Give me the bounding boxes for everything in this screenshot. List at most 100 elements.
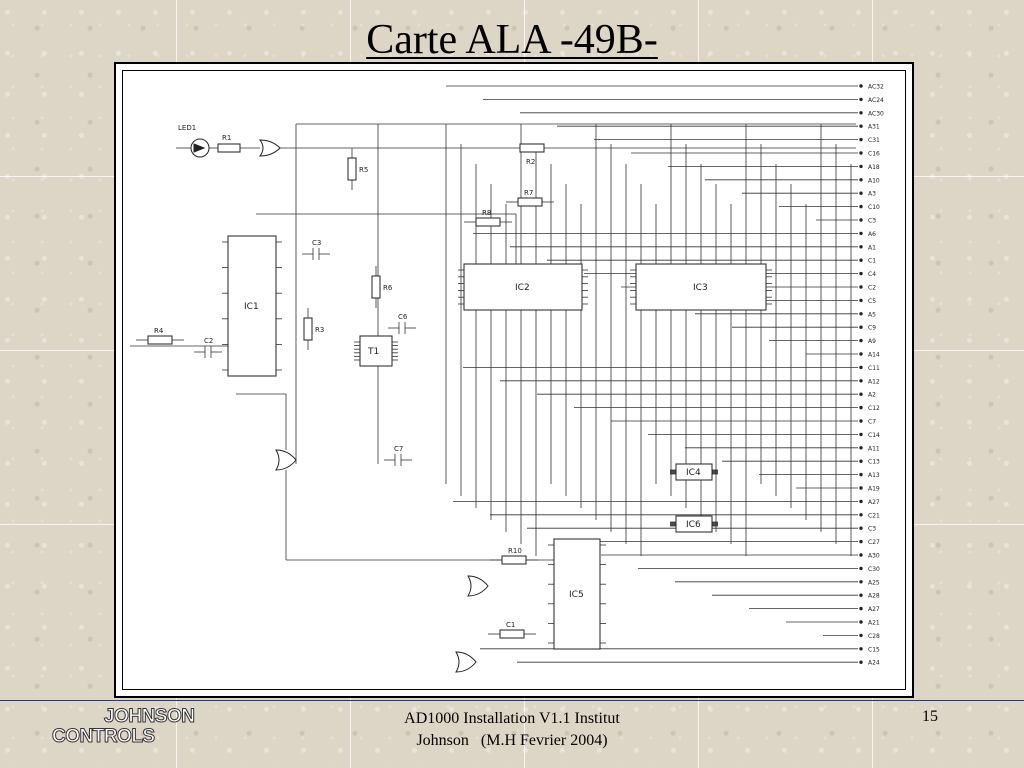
johnson-controls-logo: JOHNSON CONTROLS — [50, 704, 220, 752]
or-gate-symbol — [455, 651, 477, 673]
logo-line-1: JOHNSON — [103, 706, 195, 728]
connector-pin-label: C15 — [868, 646, 880, 653]
component-label: R1 — [222, 134, 231, 142]
connector-pin-label: A10 — [868, 177, 880, 184]
component-label: R10 — [508, 547, 522, 555]
pin-dot — [859, 432, 863, 437]
resistor-symbol — [519, 143, 545, 153]
pin-dot — [859, 258, 863, 262]
component-label: R2 — [526, 158, 535, 166]
resistor-symbol — [501, 555, 527, 565]
pin-dot — [859, 312, 863, 316]
connector-pin-label: C31 — [868, 137, 880, 144]
connector-pin-label: A5 — [868, 311, 876, 318]
circuit-schematic: AC32AC24AC30A31C31C16A18A10A3C10C3A6A1C1… — [130, 84, 884, 673]
pin-dot — [859, 486, 863, 490]
connector-pin-label: A9 — [868, 338, 876, 345]
resistor-symbol — [517, 197, 543, 207]
connector-pin-label: A27 — [868, 499, 880, 506]
connector-pin-label: AC24 — [868, 97, 884, 104]
pin-dot — [859, 285, 863, 289]
pin-dot — [859, 419, 863, 423]
resistor-symbol — [371, 275, 381, 299]
pin-dot — [859, 325, 863, 329]
chip-outline — [635, 263, 767, 311]
chip-outline — [227, 235, 277, 377]
slide-title-text: Carte ALA -49B- — [366, 17, 658, 63]
connector-pin-label: A12 — [868, 378, 880, 385]
connector-pin-label: C21 — [868, 512, 880, 519]
component-label: C7 — [394, 445, 403, 453]
footer-text: AD1000 Installation V1.1 Institut Johnso… — [312, 708, 712, 752]
led-diode-arrow — [193, 143, 206, 153]
connector-pin-label: C10 — [868, 204, 880, 211]
resistor-symbol — [475, 217, 501, 227]
resistor-symbol — [499, 629, 525, 639]
connector-pin-label: A27 — [868, 606, 880, 613]
pin-dot — [859, 137, 863, 142]
pin-dot — [859, 245, 863, 249]
pin-dot — [859, 218, 863, 222]
connector-pin-label: C27 — [868, 539, 880, 546]
chip-label: IC4 — [686, 468, 701, 478]
pin-dot — [859, 660, 863, 664]
connector-pin-label: A19 — [868, 486, 880, 493]
pin-dot — [859, 379, 863, 383]
resistor-symbol — [303, 317, 313, 341]
connector-pin-label: A31 — [868, 124, 880, 131]
chip-label: IC1 — [244, 302, 259, 312]
component-label: R5 — [359, 166, 368, 174]
chip-outline — [675, 515, 713, 533]
pin-dot — [859, 539, 863, 544]
connector-pin-label: AC32 — [868, 84, 884, 91]
connector-pin-label: C12 — [868, 405, 880, 412]
connector-pin-label: C13 — [868, 459, 880, 466]
connector-pin-label: A6 — [868, 231, 876, 238]
pin-dot — [859, 633, 863, 638]
pin-dot — [859, 593, 863, 597]
pin-dot — [859, 620, 863, 624]
schematic-components — [147, 84, 863, 673]
chip-label: IC2 — [515, 283, 530, 293]
connector-pin-label: A2 — [868, 392, 876, 399]
pin-dot — [859, 111, 863, 115]
pin-dot — [859, 97, 863, 102]
connector-pin-label: AC30 — [868, 110, 884, 117]
connector-pin-label: C5 — [868, 298, 876, 305]
resistor-symbol — [217, 143, 241, 153]
connector-pin-label: C2 — [868, 285, 876, 292]
connector-pin-label: A1 — [868, 244, 876, 251]
pin-dot — [859, 338, 863, 343]
page-number: 15 — [922, 708, 938, 725]
connector-pin-label: C11 — [868, 365, 880, 372]
schematic-border — [122, 70, 906, 690]
component-label: C1 — [506, 621, 515, 629]
pin-dot — [859, 513, 863, 517]
connector-pin-label: A25 — [868, 579, 880, 586]
component-label: R4 — [154, 327, 164, 335]
pin-dot — [859, 580, 863, 584]
logo-line-2: CONTROLS — [52, 726, 156, 748]
or-gate-symbol — [467, 575, 489, 597]
chip-outline — [553, 538, 601, 650]
pin-dot — [859, 459, 863, 463]
pin-dot — [859, 566, 863, 571]
connector-pin-label: C14 — [868, 432, 880, 439]
pin-dot — [859, 231, 863, 236]
connector-pin-label: A14 — [868, 352, 880, 359]
connector-pin-label: A3 — [868, 191, 876, 198]
component-label: R8 — [482, 209, 491, 217]
connector-pin-label: A30 — [868, 553, 880, 560]
chip-outline — [359, 335, 393, 367]
pin-dot — [859, 164, 863, 169]
chip-label: IC3 — [693, 283, 708, 293]
or-gate-symbol — [275, 449, 297, 471]
chip-label: T1 — [367, 347, 379, 357]
connector-pin-label: C9 — [868, 325, 876, 332]
connector-pin-label: C4 — [868, 271, 876, 278]
connector-pin-label: A21 — [868, 620, 880, 627]
connector-pin-label: C1 — [868, 258, 876, 265]
pin-dot — [859, 446, 863, 450]
connector-pin-label: C28 — [868, 633, 880, 640]
